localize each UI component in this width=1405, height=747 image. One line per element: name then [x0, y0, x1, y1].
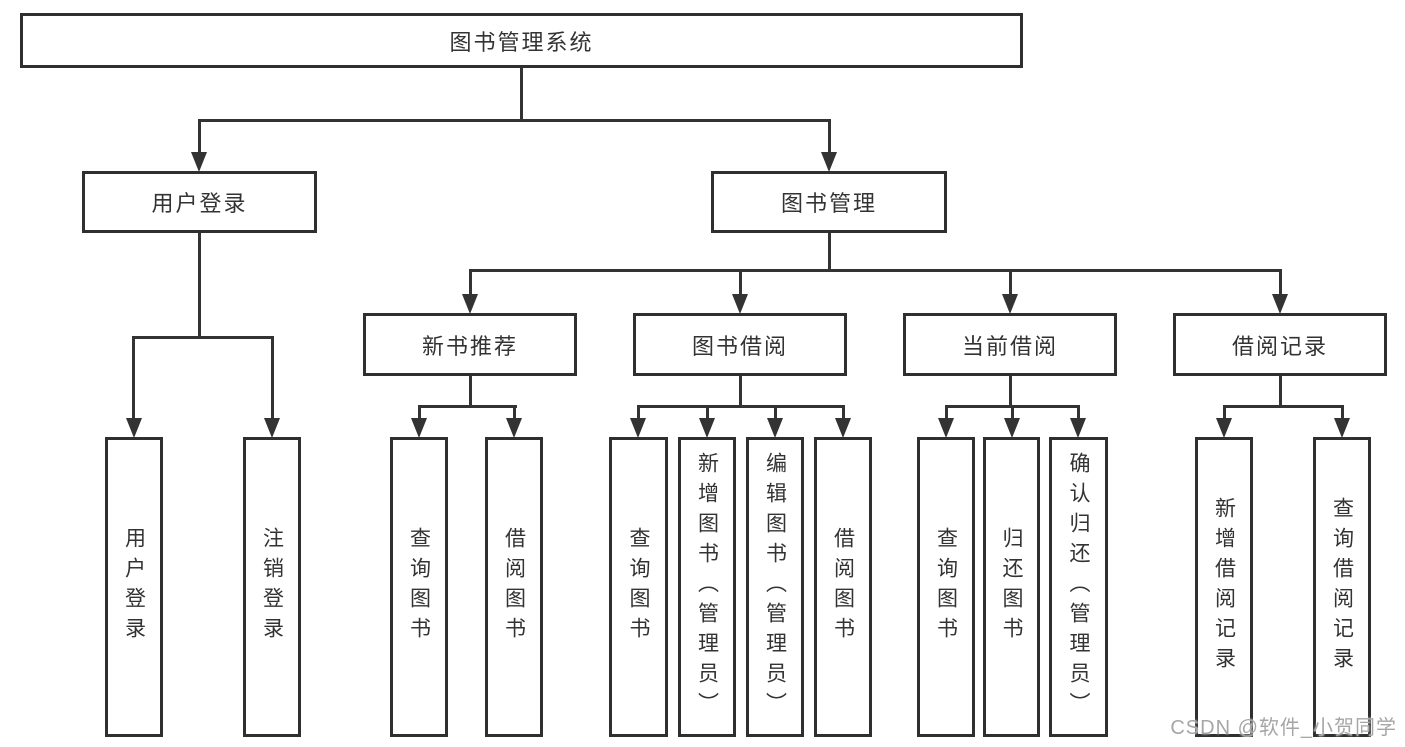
connector-line — [520, 66, 523, 122]
connector-line — [133, 336, 274, 339]
connector-line — [1077, 405, 1080, 421]
node-new-book-recommend: 新书推荐 — [363, 313, 577, 376]
node-label: 借阅记录 — [1231, 333, 1328, 359]
node-label: 当前借阅 — [961, 333, 1058, 359]
connector-line — [469, 269, 472, 299]
node-label: 用户登录 — [151, 191, 248, 216]
leaf-label: 新增借阅记录 — [1212, 497, 1236, 677]
arrowhead-down — [264, 418, 280, 438]
leaf-label: 查询图书 — [934, 527, 958, 647]
connector-line — [198, 119, 831, 122]
leaf-label: 编辑图书（管理员） — [763, 452, 787, 722]
connector-line — [132, 336, 135, 422]
arrowhead-down — [767, 418, 783, 438]
leaf-label: 借阅图书 — [502, 527, 526, 647]
connector-line — [418, 405, 421, 421]
leaf-borrow-edit-book-admin: 编辑图书（管理员） — [746, 437, 804, 737]
arrowhead-down — [462, 294, 478, 314]
connector-line — [828, 231, 831, 272]
arrowhead-down — [1070, 418, 1086, 438]
connector-line — [1011, 405, 1014, 421]
node-label: 图书管理系统 — [449, 29, 594, 55]
arrowhead-down — [411, 418, 427, 438]
arrowhead-down — [1004, 418, 1020, 438]
connector-line — [706, 405, 709, 421]
leaf-logout: 注销登录 — [243, 437, 301, 737]
leaf-label: 借阅图书 — [831, 527, 855, 647]
node-user-login: 用户登录 — [82, 171, 317, 233]
node-label: 图书管理 — [780, 191, 877, 216]
leaf-borrow-borrow-book: 借阅图书 — [814, 437, 872, 737]
connector-line — [469, 269, 1282, 272]
leaf-records-query-record: 查询借阅记录 — [1313, 437, 1371, 737]
leaf-records-add-record: 新增借阅记录 — [1195, 437, 1253, 737]
leaf-user-login: 用户登录 — [105, 437, 163, 737]
connector-line — [469, 374, 472, 408]
leaf-recommend-borrow-book: 借阅图书 — [485, 437, 543, 737]
node-book-borrow: 图书借阅 — [633, 313, 847, 376]
leaf-label: 注销登录 — [260, 527, 284, 647]
leaf-label: 归还图书 — [1000, 527, 1023, 647]
leaf-label: 用户登录 — [122, 527, 146, 647]
arrowhead-down — [732, 294, 748, 314]
leaf-recommend-query-book: 查询图书 — [390, 437, 448, 737]
arrowhead-down — [1216, 418, 1232, 438]
leaf-borrow-add-book-admin: 新增图书（管理员） — [678, 437, 736, 737]
leaf-label: 新增图书（管理员） — [695, 452, 719, 722]
csdn-watermark: CSDN @软件_小贺同学 — [1170, 717, 1397, 739]
arrowhead-down — [1272, 294, 1288, 314]
leaf-label: 查询图书 — [627, 527, 650, 647]
node-root-system: 图书管理系统 — [20, 13, 1023, 68]
connector-line — [513, 405, 516, 421]
node-borrow-records: 借阅记录 — [1173, 313, 1387, 376]
node-current-borrow: 当前借阅 — [903, 313, 1117, 376]
connector-line — [1009, 374, 1012, 408]
leaf-label: 确认归还（管理员） — [1067, 452, 1090, 722]
connector-line — [1341, 405, 1344, 421]
connector-line — [271, 336, 274, 422]
connector-line — [774, 405, 777, 421]
connector-line — [739, 269, 742, 299]
leaf-borrow-query-book: 查询图书 — [609, 437, 668, 737]
connector-line — [1223, 405, 1344, 408]
connector-line — [198, 119, 201, 157]
arrowhead-down — [1334, 418, 1350, 438]
connector-line — [1279, 269, 1282, 299]
node-label: 图书借阅 — [691, 333, 788, 359]
connector-line — [842, 405, 845, 421]
node-book-management: 图书管理 — [711, 171, 947, 233]
leaf-current-confirm-return-admin: 确认归还（管理员） — [1049, 437, 1108, 737]
connector-line — [1279, 374, 1282, 408]
connector-line — [1009, 269, 1012, 299]
connector-line — [418, 405, 517, 408]
connector-line — [828, 119, 831, 157]
arrowhead-down — [630, 418, 646, 438]
arrowhead-down — [191, 152, 207, 172]
leaf-label: 查询借阅记录 — [1330, 497, 1354, 677]
arrowhead-down — [821, 152, 837, 172]
arrowhead-down — [835, 418, 851, 438]
leaf-current-query-book: 查询图书 — [917, 437, 975, 737]
connector-line — [637, 405, 640, 421]
connector-line — [945, 405, 948, 421]
connector-line — [637, 405, 845, 408]
arrowhead-down — [506, 418, 522, 438]
arrowhead-down — [699, 418, 715, 438]
arrowhead-down — [1002, 294, 1018, 314]
node-label: 新书推荐 — [421, 333, 518, 359]
arrowhead-down — [938, 418, 954, 438]
arrowhead-down — [126, 418, 142, 438]
leaf-current-return-book: 归还图书 — [983, 437, 1040, 737]
leaf-label: 查询图书 — [407, 527, 431, 647]
connector-line — [739, 374, 742, 408]
connector-line — [1223, 405, 1226, 421]
connector-line — [198, 231, 201, 339]
